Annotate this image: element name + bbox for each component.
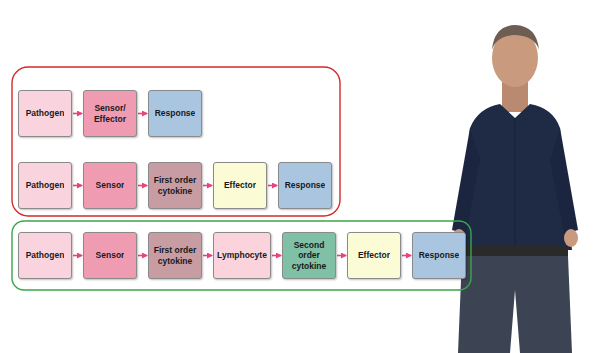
flow-arrow — [73, 185, 82, 187]
flow-arrow — [272, 255, 281, 257]
sensor-box: Sensor/ Effector — [83, 90, 137, 137]
effector-box: Effector — [213, 162, 267, 209]
cytokine-box: First order cytokine — [148, 162, 202, 209]
flow-arrow — [138, 255, 147, 257]
lymphocyte-box: Lymphocyte — [213, 232, 271, 279]
box-label: Lymphocyte — [217, 250, 267, 260]
flow-arrow — [138, 185, 147, 187]
response-box: Response — [412, 232, 466, 279]
sensor-box: Sensor — [83, 232, 137, 279]
box-label: Effector — [224, 180, 256, 190]
sensor-box: Sensor — [83, 162, 137, 209]
box-label: Second order cytokine — [286, 240, 332, 271]
response-box: Response — [148, 90, 202, 137]
cytokine-box: Second order cytokine — [282, 232, 336, 279]
box-label: Pathogen — [26, 250, 65, 260]
pathogen-box: Pathogen — [18, 232, 72, 279]
box-label: Response — [285, 180, 326, 190]
effector-box: Effector — [347, 232, 401, 279]
box-label: Pathogen — [26, 180, 65, 190]
flow-arrow — [337, 255, 346, 257]
flow-arrow — [138, 113, 147, 115]
flow-arrow — [203, 185, 212, 187]
box-label: First order cytokine — [152, 175, 198, 195]
box-label: Sensor — [96, 250, 125, 260]
box-label: Response — [419, 250, 460, 260]
box-label: Sensor — [96, 180, 125, 190]
flow-arrow — [268, 185, 277, 187]
flow-arrow — [203, 255, 212, 257]
box-label: Effector — [358, 250, 390, 260]
box-label: Response — [155, 108, 196, 118]
flow-arrow — [73, 255, 82, 257]
box-label: Pathogen — [26, 108, 65, 118]
red-group-frame — [12, 67, 340, 216]
pathogen-box: Pathogen — [18, 162, 72, 209]
green-group-frame — [12, 221, 471, 290]
flow-arrow — [73, 113, 82, 115]
pathogen-box: Pathogen — [18, 90, 72, 137]
box-label: Sensor/ Effector — [87, 103, 133, 123]
cytokine-box: First order cytokine — [148, 232, 202, 279]
presenter-figure — [452, 25, 578, 353]
response-box: Response — [278, 162, 332, 209]
box-label: First order cytokine — [152, 245, 198, 265]
flow-arrow — [402, 255, 411, 257]
